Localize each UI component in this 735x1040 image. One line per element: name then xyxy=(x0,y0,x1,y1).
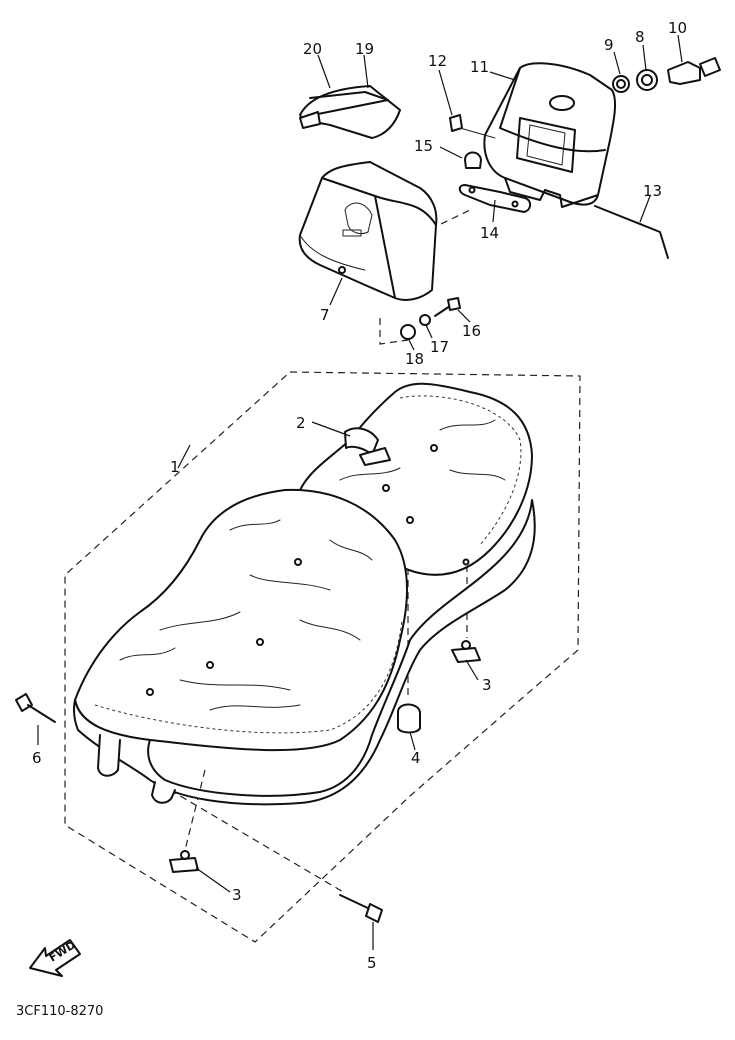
callout-bolt-16: 16 xyxy=(462,322,481,340)
callout-seat-cover: 7 xyxy=(320,306,330,324)
tail-box xyxy=(483,62,617,208)
seat-mount-right xyxy=(451,647,481,663)
callout-clip: 12 xyxy=(428,52,447,70)
bolt-6 xyxy=(15,693,56,723)
callout-grommet-18: 18 xyxy=(405,350,424,368)
grommet-18 xyxy=(400,324,416,340)
callout-cap-nut: 15 xyxy=(414,137,433,155)
lock-bracket xyxy=(458,184,532,213)
callout-10: 10 xyxy=(668,19,687,37)
lock-rod xyxy=(594,205,669,259)
callout-19: 19 xyxy=(355,40,374,58)
catalog-code: 3CF110-8270 xyxy=(16,1004,103,1019)
lock-assembly xyxy=(612,57,721,93)
bolt-16 xyxy=(434,297,461,317)
seat-assembly-boundary xyxy=(64,371,581,943)
callout-20: 20 xyxy=(303,40,322,58)
seat-mount-left xyxy=(169,857,199,873)
callout-washer-17: 17 xyxy=(430,338,449,356)
callout-9: 9 xyxy=(604,36,614,54)
callout-seat: 1 xyxy=(170,458,180,476)
clip xyxy=(449,114,463,132)
callout-lock-rod: 13 xyxy=(643,182,662,200)
callout-tail-box: 11 xyxy=(470,58,489,76)
callout-bolt-6: 6 xyxy=(32,749,42,767)
seat-damper xyxy=(397,703,421,734)
seat-assembly xyxy=(73,382,536,806)
mount-axis-dash-left xyxy=(184,769,206,851)
cap-nut xyxy=(464,151,482,169)
forward-arrow: FWD xyxy=(29,938,81,977)
cover-link-dash xyxy=(379,318,409,345)
seat-cover xyxy=(298,161,438,301)
callout-mount-left: 3 xyxy=(232,886,242,904)
bolt-5 xyxy=(339,894,383,923)
callout-mount-right: 3 xyxy=(482,676,492,694)
callout-damper: 4 xyxy=(411,749,421,767)
callout-bolt-5: 5 xyxy=(367,954,377,972)
bolt5-axis-dash xyxy=(169,789,346,894)
seat-strap xyxy=(299,85,401,139)
washer-17 xyxy=(419,314,431,326)
callout-grab-strap: 2 xyxy=(296,414,306,432)
callout-lock-bracket: 14 xyxy=(480,224,499,242)
callout-8: 8 xyxy=(635,28,645,46)
